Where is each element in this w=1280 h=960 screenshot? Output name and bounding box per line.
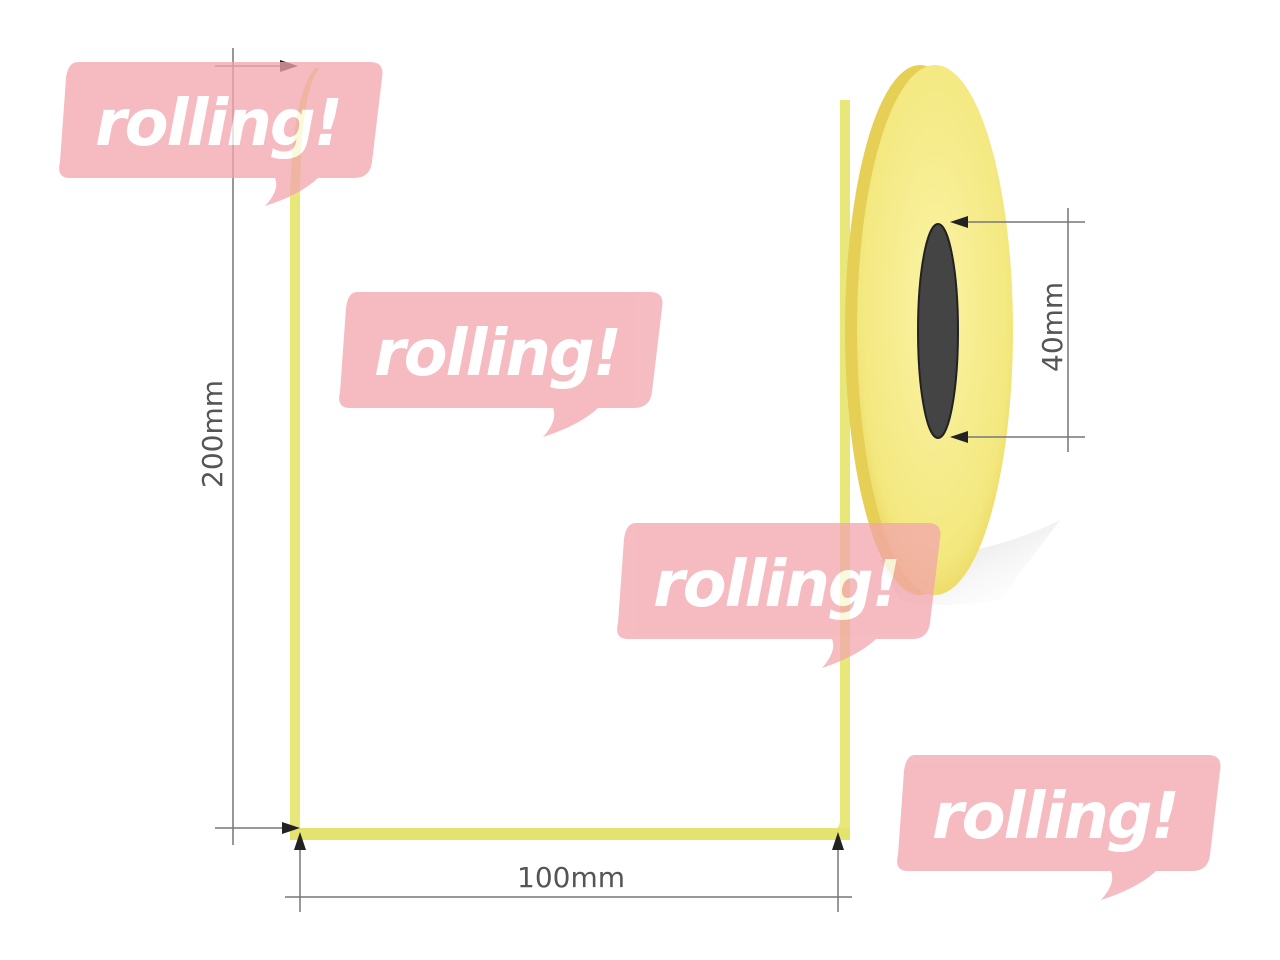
svg-text:rolling!: rolling!: [374, 317, 620, 391]
watermark-4: rolling!: [897, 755, 1221, 900]
height-dimension-label: 200mm: [196, 380, 229, 488]
watermark-2: rolling!: [339, 292, 663, 437]
watermark-1: rolling!: [59, 62, 383, 206]
speech-bubble-shape: [897, 755, 1221, 900]
speech-bubble-shape: [59, 62, 383, 206]
svg-text:rolling!: rolling!: [932, 780, 1178, 854]
label-bottom-edge: [290, 828, 850, 840]
svg-text:rolling!: rolling!: [95, 87, 341, 161]
speech-bubble-shape: [339, 292, 663, 437]
core-dimension-label: 40mm: [1036, 282, 1069, 372]
svg-text:rolling!: rolling!: [653, 548, 899, 622]
label-sheet: [290, 66, 850, 840]
label-roll: [845, 65, 1013, 595]
dimension-lines: [215, 48, 1085, 912]
roll-core: [917, 223, 959, 439]
watermark-3: rolling!: [617, 523, 941, 668]
speech-bubble-shape: [617, 523, 941, 668]
width-dimension-label: 100mm: [517, 861, 625, 894]
